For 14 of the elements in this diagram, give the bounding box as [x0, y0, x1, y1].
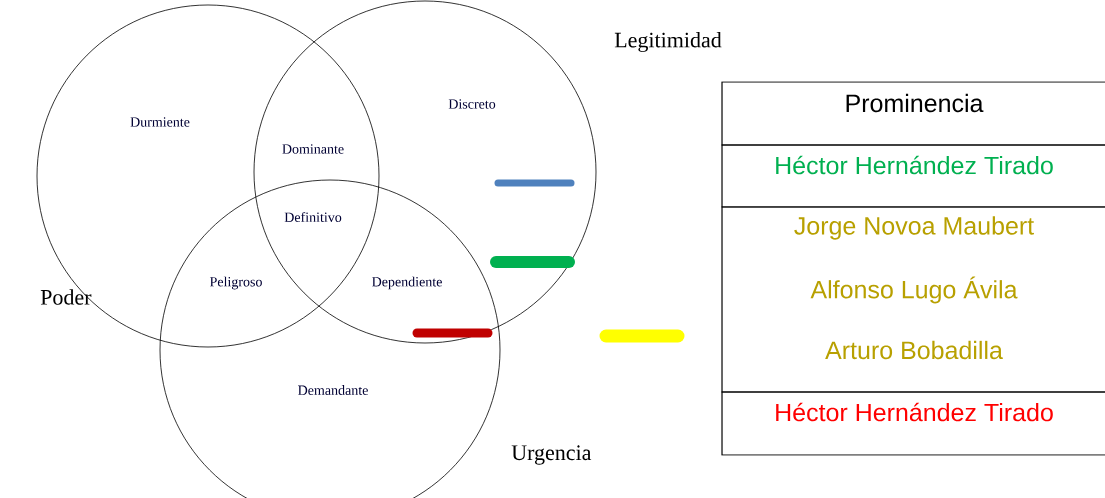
- region-label: Dependiente: [372, 276, 442, 290]
- set-label: Legitimidad: [614, 32, 722, 52]
- set-label: Poder: [40, 289, 92, 305]
- region-label: Peligroso: [209, 276, 262, 290]
- region-label: Definitivo: [284, 212, 342, 222]
- region-label: Demandante: [298, 385, 368, 395]
- region-label: Durmiente: [130, 117, 190, 127]
- table-cell: Prominencia: [721, 81, 1105, 146]
- set-label: Urgencia: [511, 445, 592, 465]
- table-cell: Jorge Novoa Maubert Alfonso Lugo Ávila Arturo Bobadilla: [721, 206, 1105, 393]
- table-cell: Héctor Hernández Tirado: [721, 144, 1105, 208]
- region-label: Dominante: [282, 144, 344, 154]
- table-cell: Héctor Hernández Tirado: [721, 391, 1105, 456]
- region-label: Discreto: [448, 99, 496, 109]
